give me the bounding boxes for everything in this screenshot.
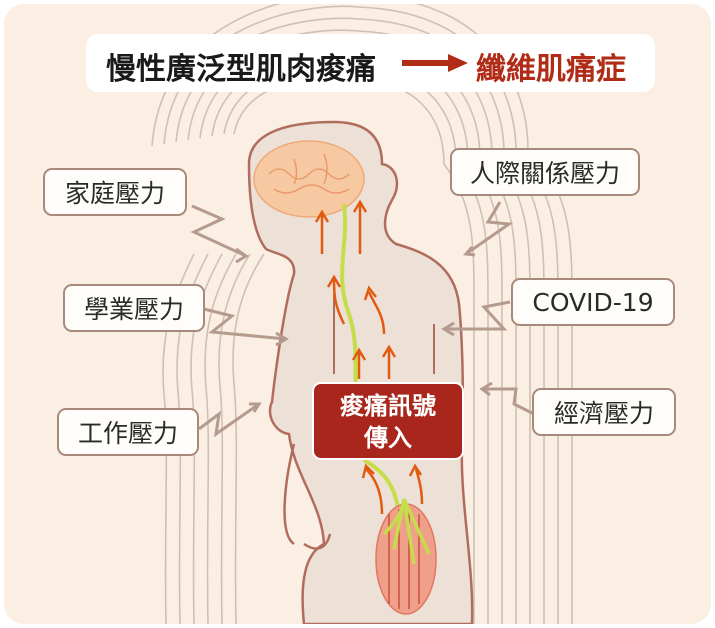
pain-signal-line2: 傳入 xyxy=(364,424,412,452)
label-relationship-stress: 人際關係壓力 xyxy=(450,148,640,196)
stress-arrows xyxy=(190,201,535,438)
pain-arrows xyxy=(314,199,424,515)
brain-icon xyxy=(253,140,365,218)
label-family-stress: 家庭壓力 xyxy=(43,168,187,216)
diagram-card: 慢性廣泛型肌肉痠痛 纖維肌痛症 家庭壓力 人際關係壓力 學業壓力 COVID-1… xyxy=(4,4,711,624)
body-outline xyxy=(247,120,474,624)
pain-signal-box: 痠痛訊號 傳入 xyxy=(312,382,464,460)
nerve-pathway xyxy=(340,203,426,560)
label-covid: COVID-19 xyxy=(511,278,675,326)
label-school-stress: 學業壓力 xyxy=(63,284,205,332)
label-economic-stress: 經濟壓力 xyxy=(532,388,676,436)
title-left: 慢性廣泛型肌肉痠痛 xyxy=(106,52,376,87)
title-right: 纖維肌痛症 xyxy=(476,52,626,87)
pain-signal-line1: 痠痛訊號 xyxy=(340,392,436,420)
title-banner: 慢性廣泛型肌肉痠痛 纖維肌痛症 xyxy=(86,34,655,92)
right-arrow-icon xyxy=(402,54,468,72)
label-work-stress: 工作壓力 xyxy=(57,408,199,456)
